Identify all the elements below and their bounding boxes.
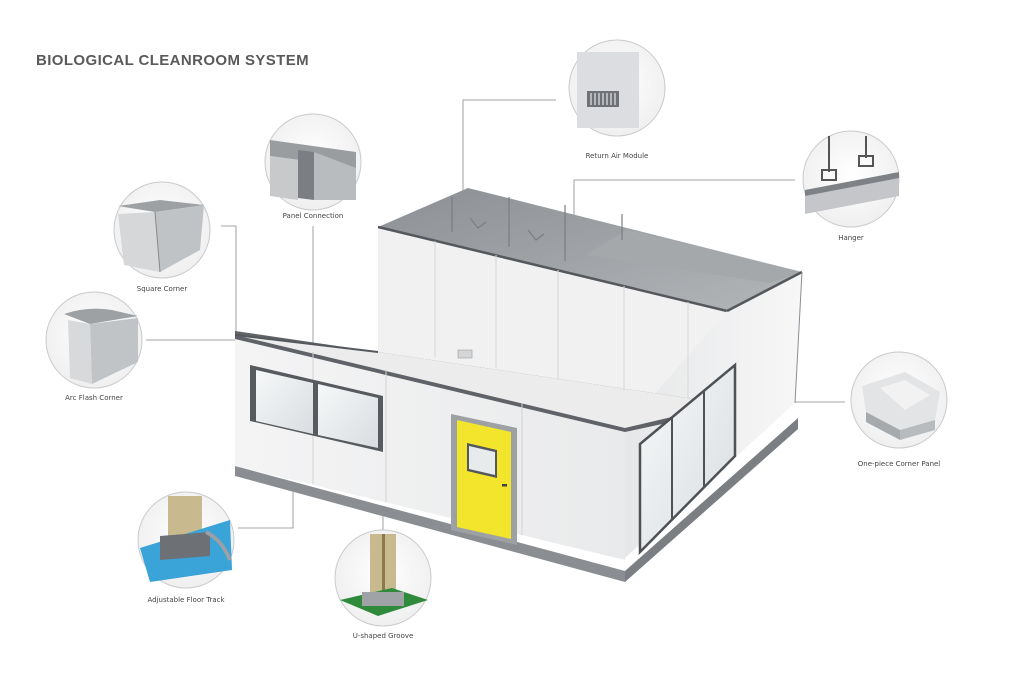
callout-square-corner-disc [113, 181, 211, 279]
floor-track-right [625, 418, 798, 582]
callout-one-piece-disc [850, 351, 948, 449]
callout-arc-flash-disc [45, 291, 143, 389]
entry-door [451, 414, 517, 545]
callout-floor-track-disc [137, 491, 235, 589]
diagram-title: BIOLOGICAL CLEANROOM SYSTEM [36, 52, 310, 69]
callout-return-air-disc [568, 39, 666, 137]
callout-hanger-disc [802, 130, 900, 228]
right-glass-wall [638, 362, 737, 556]
label-u-shaped-groove: U-shaped Groove [352, 632, 414, 640]
label-return-air-module: Return Air Module [585, 152, 649, 160]
label-hanger: Hanger [838, 234, 864, 242]
label-panel-connection: Panel Connection [282, 212, 344, 220]
leader-floor-track [238, 492, 294, 529]
label-arc-flash-corner: Arc Flash Corner [65, 394, 123, 402]
label-one-piece-corner-panel: One-piece Corner Panel [857, 460, 941, 468]
label-square-corner: Square Corner [136, 285, 188, 293]
floor-track-front [235, 466, 625, 582]
callout-panel-connection-disc [264, 113, 362, 211]
label-adjustable-floor-track: Adjustable Floor Track [147, 596, 225, 604]
ceiling-top-right [585, 230, 802, 283]
front-window [250, 365, 383, 452]
ceiling-top [378, 188, 802, 311]
leader-square-corner [221, 225, 237, 334]
upper-wall [378, 227, 727, 404]
door-leaf [457, 420, 511, 539]
cleanroom-building [234, 188, 803, 582]
callout-u-groove-disc [334, 529, 432, 627]
